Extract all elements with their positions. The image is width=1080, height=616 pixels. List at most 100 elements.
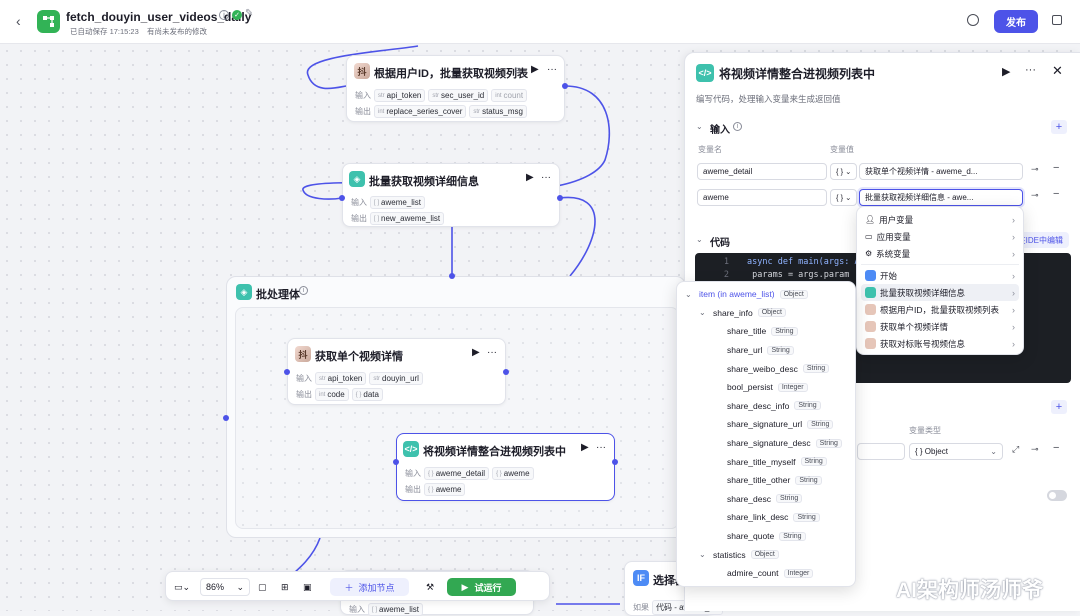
remove-output-button[interactable]: − xyxy=(1053,442,1060,454)
more-icon[interactable]: ··· xyxy=(487,347,497,358)
chevron-down-icon[interactable]: ⌄ xyxy=(699,550,706,560)
variable-icon[interactable]: ⊸ xyxy=(1031,444,1039,454)
node-merge-code[interactable]: </> 将视频详情整合进视频列表中 ▶ ··· 输入 { }aweme_deta… xyxy=(396,433,615,501)
minimap-icon[interactable]: ▭⌄ xyxy=(174,581,191,592)
input-port[interactable] xyxy=(393,459,399,465)
output-port[interactable] xyxy=(562,83,568,89)
type-select[interactable]: { }⌄ xyxy=(830,163,857,180)
debug-icon[interactable]: ⚒ xyxy=(426,581,435,592)
more-icon[interactable]: ··· xyxy=(596,442,606,453)
output-name-field[interactable] xyxy=(857,443,905,460)
type-badge: String xyxy=(771,326,798,336)
info-icon[interactable]: i xyxy=(219,10,229,20)
back-icon[interactable]: ‹ xyxy=(16,13,21,29)
run-node-icon[interactable]: ▶ xyxy=(531,64,539,75)
chevron-down-icon[interactable]: ⌄ xyxy=(696,235,703,244)
input-port[interactable] xyxy=(339,195,345,201)
run-node-icon[interactable]: ▶ xyxy=(526,172,534,183)
plugin-avatar: 抖 xyxy=(295,346,311,362)
input-name-field[interactable]: aweme xyxy=(697,189,827,206)
input-tag: [ ]aweme_list xyxy=(368,603,424,616)
output-type-select[interactable]: { } Object⌄ xyxy=(909,443,1003,460)
group-port[interactable] xyxy=(223,415,229,421)
input-value-field[interactable]: 批量获取视频详细信息 - awe... xyxy=(859,189,1023,206)
add-node-button[interactable]: ＋添加节点 xyxy=(330,578,409,596)
menu-item-app-vars[interactable]: ▭应用变量› xyxy=(865,231,1015,242)
menu-item-benchmark[interactable]: 获取对标账号视频信息› xyxy=(861,335,1019,352)
tree-item[interactable]: ⌄item (in aweme_list)Object xyxy=(677,285,855,304)
chevron-down-icon[interactable]: ⌄ xyxy=(699,308,706,318)
more-icon[interactable]: ··· xyxy=(1025,64,1036,76)
menu-item-single-detail[interactable]: 获取单个视频详情› xyxy=(861,318,1019,335)
add-output-button[interactable]: + xyxy=(1051,400,1067,414)
remove-input-button[interactable]: − xyxy=(1053,188,1060,200)
output-port[interactable] xyxy=(503,369,509,375)
history-icon[interactable] xyxy=(967,14,979,26)
chevron-down-icon[interactable]: ⌄ xyxy=(685,289,692,299)
plugin-avatar: 抖 xyxy=(354,63,370,79)
zoom-select[interactable]: 86%⌄ xyxy=(200,578,250,596)
type-badge: String xyxy=(795,475,822,485)
input-name-field[interactable]: aweme_detail xyxy=(697,163,827,180)
menu-item-batch-detail[interactable]: 批量获取视频详细信息› xyxy=(861,284,1019,301)
input-tag: { }aweme xyxy=(492,467,534,480)
add-input-button[interactable]: + xyxy=(1051,120,1067,134)
toggle-switch[interactable] xyxy=(1047,490,1067,501)
remove-input-button[interactable]: − xyxy=(1053,162,1060,174)
node-batch-detail[interactable]: ◈ 批量获取视频详细信息 ▶ ··· 输入 [ ]aweme_list 输出 [… xyxy=(342,163,560,227)
close-icon[interactable]: ✕ xyxy=(1052,63,1063,78)
variable-icon[interactable]: ⊸ xyxy=(1031,190,1039,200)
type-badge: Integer xyxy=(783,568,814,578)
more-icon[interactable]: ··· xyxy=(547,64,557,75)
more-icon[interactable]: ··· xyxy=(541,172,551,183)
group-port[interactable] xyxy=(449,273,455,279)
menu-item-user-vars[interactable]: 👤︎用户变量› xyxy=(865,214,1015,225)
run-node-icon[interactable]: ▶ xyxy=(581,442,589,453)
expand-icon[interactable]: ⤢ xyxy=(1012,444,1020,454)
layout-icon[interactable]: ⊞ xyxy=(281,581,289,592)
variable-icon[interactable]: ⊸ xyxy=(1031,164,1039,174)
run-node-icon[interactable]: ▶ xyxy=(472,347,480,358)
copy-icon[interactable] xyxy=(1052,15,1062,25)
test-run-button[interactable]: ▶试运行 xyxy=(447,578,516,596)
menu-item-fetch-user[interactable]: 根据用户ID，批量获取视频列表› xyxy=(861,301,1019,318)
publish-button[interactable]: 发布 xyxy=(994,10,1038,33)
info-icon[interactable]: i xyxy=(299,286,308,295)
output-port[interactable] xyxy=(612,459,618,465)
comment-icon[interactable]: ▢ xyxy=(258,581,267,592)
info-icon[interactable]: i xyxy=(733,122,742,131)
output-port[interactable] xyxy=(557,195,563,201)
type-badge: Object xyxy=(757,308,786,318)
run-node-icon[interactable]: ▶ xyxy=(1002,66,1011,78)
node-outputs: 输出 { }aweme xyxy=(405,483,466,496)
type-select[interactable]: { }⌄ xyxy=(830,189,857,206)
watermark: AI架构师汤师爷 xyxy=(896,579,1043,602)
chevron-down-icon[interactable]: ⌄ xyxy=(696,122,703,131)
menu-item-system-vars[interactable]: ⚙系统变量› xyxy=(865,248,1015,259)
input-value-field[interactable]: 获取单个视频详情 - aweme_d... xyxy=(859,163,1023,180)
image-icon[interactable]: ▣ xyxy=(303,581,312,592)
edit-icon[interactable]: ✎ xyxy=(245,8,254,19)
menu-item-start[interactable]: 开始› xyxy=(861,267,1019,284)
code-icon: </> xyxy=(696,64,714,82)
input-port[interactable] xyxy=(284,369,290,375)
